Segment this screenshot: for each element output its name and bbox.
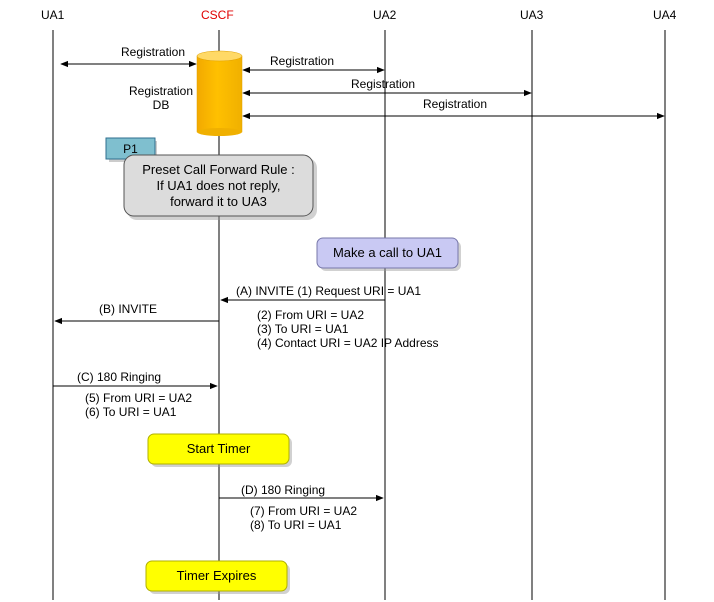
header-ua2: UA2 bbox=[373, 8, 397, 22]
header-ua4: UA4 bbox=[653, 8, 677, 22]
make-call-label: Make a call to UA1 bbox=[332, 245, 443, 260]
rule-line1: Preset Call Forward Rule : bbox=[142, 161, 295, 177]
call-forward-rule-text: Preset Call Forward Rule : If UA1 does n… bbox=[124, 155, 313, 216]
ringing-d-detail-2: (8) To URI = UA1 bbox=[250, 518, 342, 532]
timer-expires-box bbox=[145, 560, 288, 592]
ringing-c-label: (C) 180 Ringing bbox=[77, 370, 162, 384]
header-cscf: CSCF bbox=[201, 8, 234, 22]
rule-line2: If UA1 does not reply, bbox=[156, 177, 281, 193]
registration-label-ua3: Registration bbox=[351, 77, 416, 91]
invite-a-detail-1: (2) From URI = UA2 bbox=[257, 308, 365, 322]
call-forward-rule-box bbox=[123, 154, 314, 217]
registration-label-ua4: Registration bbox=[423, 97, 488, 111]
p1-label: P1 bbox=[123, 141, 138, 156]
registration-label-ua1: Registration bbox=[121, 45, 186, 59]
timer-expires-label: Timer Expires bbox=[176, 568, 257, 583]
registration-label-ua2: Registration bbox=[270, 54, 335, 68]
invite-a-label: (A) INVITE (1) Request URI = UA1 bbox=[236, 284, 422, 298]
registration-db-label-line1: Registration bbox=[128, 84, 194, 98]
ringing-c-detail-1: (5) From URI = UA2 bbox=[85, 391, 193, 405]
registration-db-label-line2: DB bbox=[152, 98, 170, 112]
header-ua1: UA1 bbox=[41, 8, 65, 22]
start-timer-label: Start Timer bbox=[186, 441, 251, 456]
rule-line3: forward it to UA3 bbox=[170, 193, 267, 209]
ringing-d-detail-1: (7) From URI = UA2 bbox=[250, 504, 358, 518]
registration-db-label: Registration DB bbox=[126, 84, 196, 112]
header-ua3: UA3 bbox=[520, 8, 544, 22]
invite-a-detail-3: (4) Contact URI = UA2 IP Address bbox=[257, 336, 439, 350]
registration-db-cylinder bbox=[196, 50, 243, 136]
ringing-c-detail-2: (6) To URI = UA1 bbox=[85, 405, 177, 419]
start-timer-box bbox=[147, 433, 290, 465]
make-call-box bbox=[316, 237, 459, 269]
invite-b-label: (B) INVITE bbox=[99, 302, 158, 316]
ringing-d-label: (D) 180 Ringing bbox=[241, 483, 326, 497]
invite-a-detail-2: (3) To URI = UA1 bbox=[257, 322, 349, 336]
